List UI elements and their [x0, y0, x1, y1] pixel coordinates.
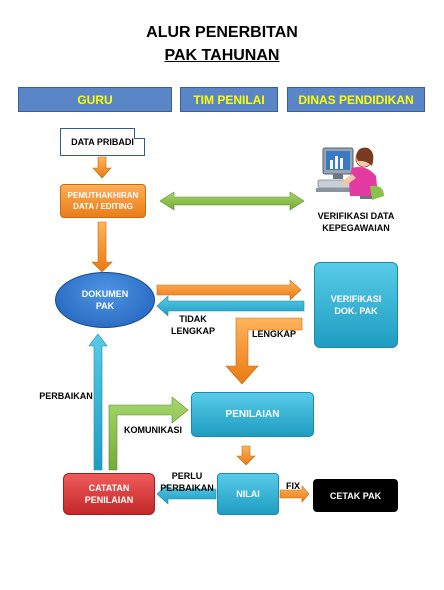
node-data-update: PEMUTHAKHIRAN DATA / EDITING	[60, 184, 146, 218]
label-fix: FIX	[285, 481, 300, 491]
label-communication: KOMUNIKASI	[124, 425, 182, 435]
header-dinas-pendidikan: DINAS PENDIDIKAN	[287, 87, 425, 112]
label-complete: LENGKAP	[251, 329, 296, 339]
label-incomplete: TIDAK LENGKAP	[170, 314, 215, 336]
arrow-incomplete-return	[156, 295, 305, 317]
arrow-communication	[108, 396, 189, 471]
node-assessment: PENILAIAN	[191, 392, 314, 437]
header-guru: GURU	[18, 87, 172, 112]
arrow-complete-to-assessment	[225, 317, 303, 385]
arrow-needs-revision	[156, 483, 217, 505]
arrow-data-to-update	[92, 156, 112, 179]
arrow-assessment-to-score	[236, 445, 256, 466]
arrow-document-to-verify	[156, 279, 302, 301]
node-pak-verification: VERIFIKASI DOK. PAK	[314, 262, 398, 348]
computer-user-icon	[316, 147, 384, 200]
label-verification-data: VERIFIKASI DATA KEPEGAWAIAN	[317, 211, 395, 233]
arrow-update-verification	[159, 191, 305, 211]
arrow-revision-up	[88, 333, 108, 471]
diagram-subtitle: PAK TAHUNAN	[164, 47, 280, 64]
diagram-title: ALUR PENERBITAN	[146, 24, 298, 41]
node-pak-document: DOKUMEN PAK	[55, 272, 155, 328]
label-needs-revision: PERLU PERBAIKAN	[160, 471, 214, 493]
arrow-update-to-document	[91, 221, 113, 273]
node-personal-data: DATA PRIBADI	[60, 128, 145, 156]
node-score: NILAI	[217, 473, 279, 515]
header-tim-penilai: TIM PENILAI	[180, 87, 278, 112]
node-assessment-notes: CATATAN PENILAIAN	[63, 473, 155, 515]
arrow-fix-to-print	[279, 485, 310, 503]
label-revision: PERBAIKAN	[39, 391, 93, 401]
node-print-pak: CETAK PAK	[313, 479, 398, 512]
document-fold-icon	[134, 128, 145, 139]
